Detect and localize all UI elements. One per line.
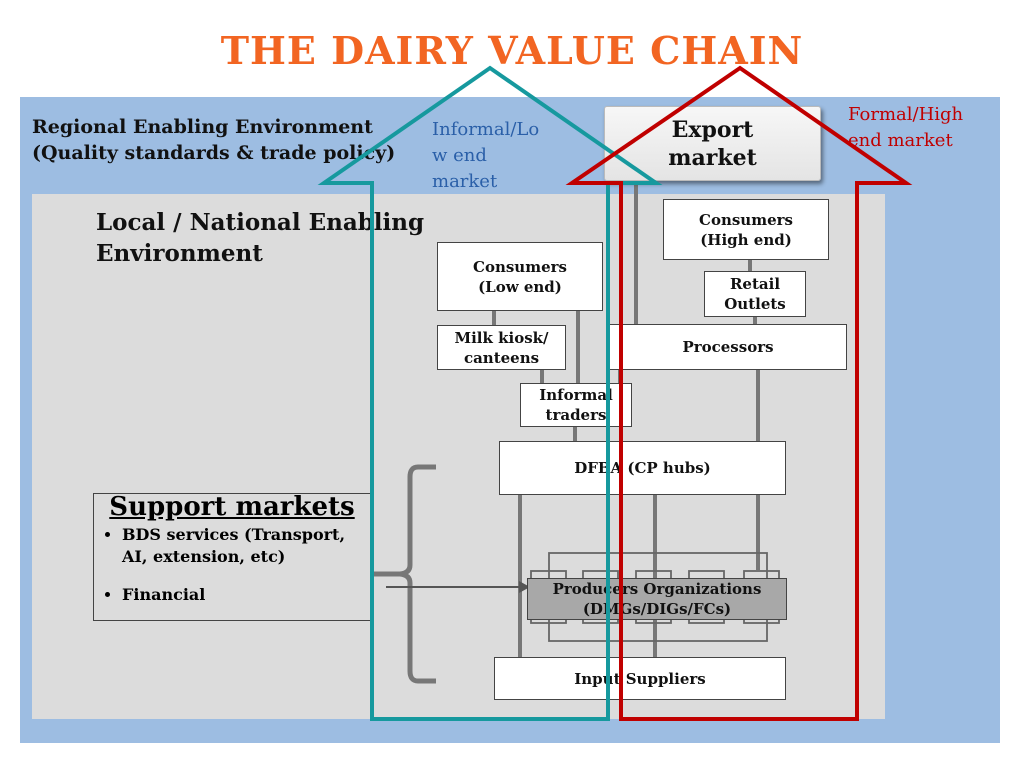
retail-outlets-line2: Outlets xyxy=(724,295,786,313)
producers-organizations-box: Producers Organizations (DMGs/DIGs/FCs) xyxy=(527,578,787,620)
retail-outlets-box: Retail Outlets xyxy=(704,271,806,317)
informal-traders-box: Informal traders xyxy=(520,383,632,427)
export-market-line1: Export xyxy=(671,116,754,143)
informal-traders-line2: traders xyxy=(545,406,607,424)
formal-label-line2: end market xyxy=(848,130,953,151)
informal-label-line2: w end xyxy=(432,145,487,166)
milk-kiosk-box: Milk kiosk/ canteens xyxy=(437,325,566,370)
dfba-box: DFBA (CP hubs) xyxy=(499,441,786,495)
informal-market-label: Informal/Lo w end market xyxy=(432,117,552,195)
page-title: THE DAIRY VALUE CHAIN xyxy=(220,28,804,73)
producers-line2: (DMGs/DIGs/FCs) xyxy=(582,600,732,618)
consumers-low-end-box: Consumers (Low end) xyxy=(437,242,603,311)
input-suppliers-label: Input Suppliers xyxy=(574,669,706,688)
export-market-box: Export market xyxy=(604,106,821,181)
consumers-high-line1: Consumers xyxy=(699,210,793,229)
processors-label: Processors xyxy=(682,338,774,356)
processors-box: Processors xyxy=(609,324,847,370)
milk-kiosk-line2: canteens xyxy=(463,348,540,367)
regional-environment-line2: (Quality standards & trade policy) xyxy=(32,142,396,164)
local-environment-line2: Environment xyxy=(96,240,263,267)
regional-environment-line1: Regional Enabling Environment xyxy=(32,116,373,138)
formal-label-line1: Formal/High xyxy=(848,104,964,125)
informal-label-line1: Informal/Lo xyxy=(432,119,540,140)
consumers-low-line2: (Low end) xyxy=(478,277,562,296)
formal-market-label: Formal/High end market xyxy=(848,102,998,154)
informal-label-line3: market xyxy=(432,171,498,192)
support-markets-box: Support markets BDS services (Transport,… xyxy=(93,492,371,622)
consumers-high-end-box: Consumers (High end) xyxy=(663,199,829,260)
regional-environment-label: Regional Enabling Environment (Quality s… xyxy=(32,114,395,166)
input-suppliers-box: Input Suppliers xyxy=(494,657,786,700)
support-item-bds: BDS services (Transport, AI, extension, … xyxy=(122,524,367,568)
dfba-label: DFBA (CP hubs) xyxy=(574,459,711,477)
support-markets-title: Support markets xyxy=(109,492,355,522)
consumers-low-line1: Consumers xyxy=(473,257,567,276)
export-market-line2: market xyxy=(668,144,757,171)
support-markets-list: BDS services (Transport, AI, extension, … xyxy=(104,524,367,622)
consumers-high-line2: (High end) xyxy=(700,230,792,249)
milk-kiosk-line1: Milk kiosk/ xyxy=(454,328,549,347)
producers-line1: Producers Organizations xyxy=(552,580,762,598)
support-item-financial: Financial xyxy=(122,584,367,606)
retail-outlets-line1: Retail xyxy=(729,275,781,293)
informal-traders-line1: Informal xyxy=(539,386,613,404)
